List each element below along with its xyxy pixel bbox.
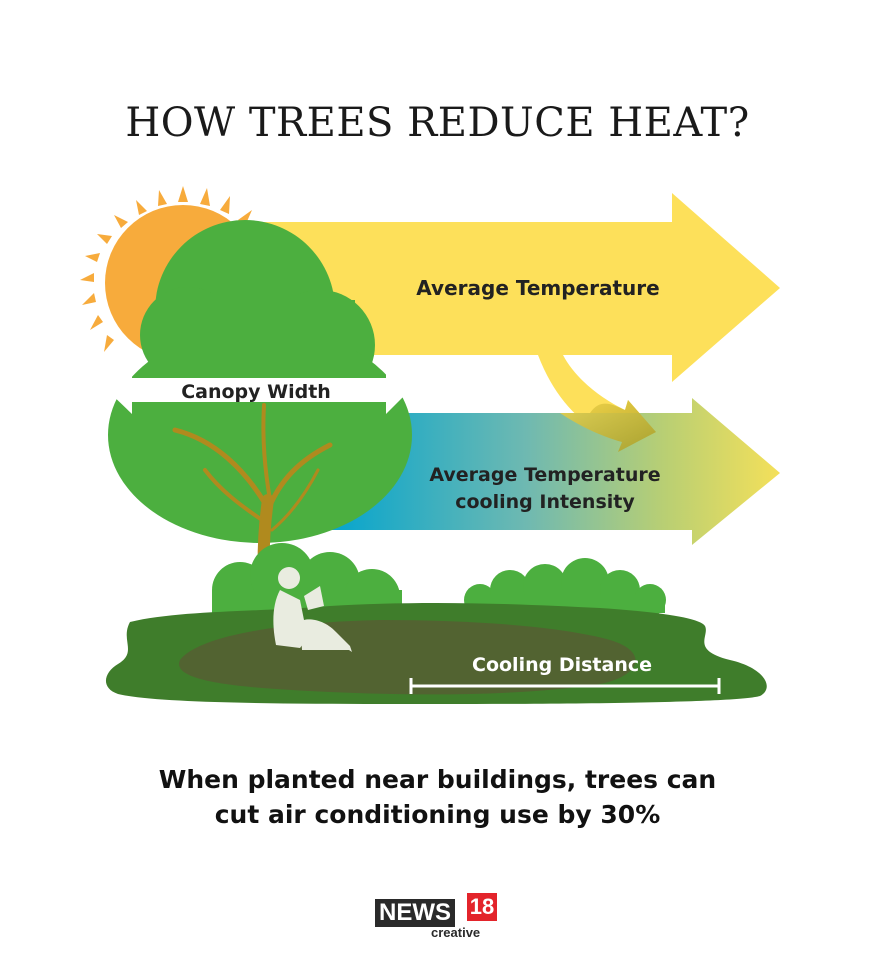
cooling-distance-label: Cooling Distance — [472, 654, 652, 676]
person-reading-figure — [273, 567, 352, 652]
canopy-width-arrow — [107, 366, 410, 414]
logo-brand: NEWS — [375, 899, 455, 927]
caption-line-1: When planted near buildings, trees can — [158, 765, 717, 794]
caption-line-2: cut air conditioning use by 30% — [214, 800, 661, 829]
caption: When planted near buildings, trees can c… — [0, 762, 875, 832]
cooling-intensity-label-line2: cooling Intensity — [455, 491, 635, 513]
bush-right — [464, 558, 666, 616]
cooling-intensity-label-line1: Average Temperature — [429, 464, 660, 486]
news18-logo: NEWS 18 creative — [375, 893, 505, 943]
cooling-intensity-arrow — [320, 398, 780, 545]
average-temperature-arrow — [245, 193, 780, 452]
page-title: HOW TREES REDUCE HEAT? — [125, 100, 750, 146]
logo-number: 18 — [467, 893, 497, 921]
logo-sub: creative — [431, 925, 481, 940]
average-temperature-label: Average Temperature — [416, 276, 659, 300]
canopy-width-label: Canopy Width — [181, 381, 331, 403]
cooling-distance-bar — [409, 678, 721, 694]
